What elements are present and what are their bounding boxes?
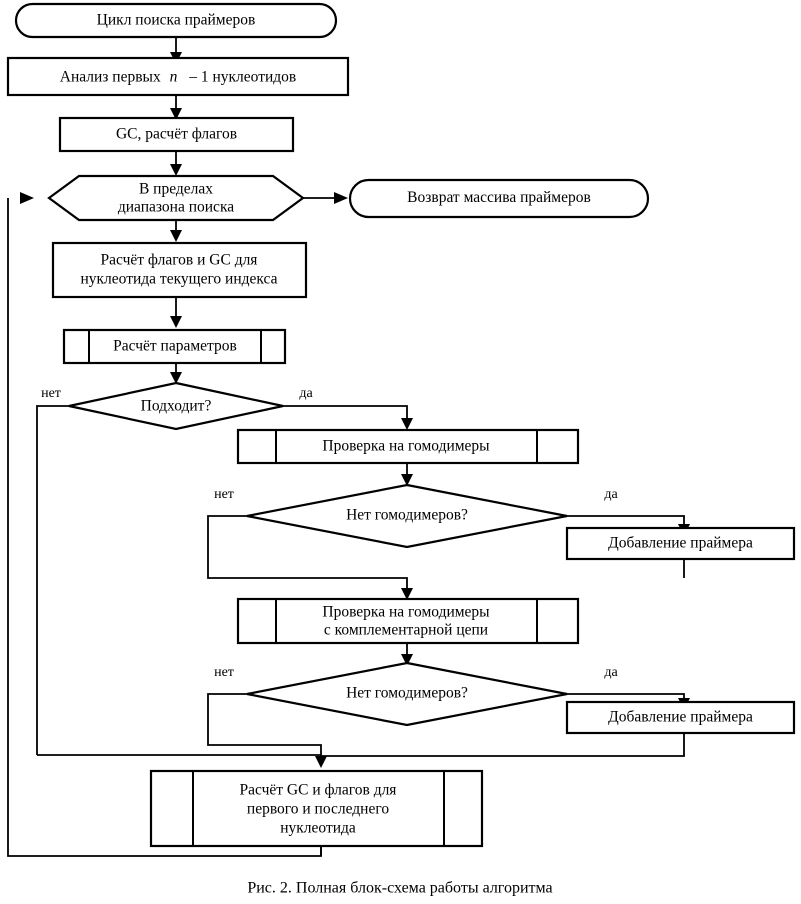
- node-start-label: Цикл поиска праймеров: [97, 12, 256, 29]
- edge-suitable-yes: [283, 405, 413, 430]
- node-calc-flags-gc-index-label-line2: нуклеотида текущего индекса: [80, 271, 277, 288]
- edge-nohomo2-no: [207, 693, 327, 768]
- node-add-primer-1[interactable]: Добавление праймера: [565, 526, 796, 561]
- edge-suitable-no: [36, 405, 69, 755]
- node-analyze-first-label-post: – 1 нуклеотидов: [188, 68, 296, 85]
- node-analyze-first-label-pre: Анализ первых: [60, 68, 161, 85]
- node-gc-flags[interactable]: GC, расчёт флагов: [58, 116, 295, 153]
- node-check-homodimers-complementary[interactable]: Проверка на гомодимеры с комплементарной…: [236, 597, 580, 645]
- edge-nohomo1-no: [207, 515, 413, 600]
- edge-checkcompl-to-nohomo2: [401, 643, 413, 666]
- edge-inrange-to-return: [303, 192, 348, 204]
- node-return-array-label: Возврат массива праймеров: [407, 189, 591, 206]
- node-check-homodimers-1[interactable]: Проверка на гомодимеры: [236, 428, 580, 465]
- node-suitable-label: Подходит?: [141, 398, 212, 415]
- node-calc-gc-flags-first-last-label-line2: первого и последнего: [247, 801, 389, 818]
- node-calc-flags-gc-index-label-line1: Расчёт флагов и GC для: [101, 252, 258, 269]
- node-return-array[interactable]: Возврат массива праймеров: [348, 178, 650, 219]
- node-calc-params[interactable]: Расчёт параметров: [62, 328, 287, 365]
- edge-inrange-to-calcflags: [170, 220, 182, 242]
- edge-label-homodimers1-no: нет: [214, 487, 234, 502]
- node-no-homodimers-2[interactable]: Нет гомодимеров? нет да: [214, 661, 618, 727]
- node-no-homodimers-1-label: Нет гомодимеров?: [346, 507, 468, 524]
- node-check-homodimers-1-label: Проверка на гомодимеры: [322, 438, 490, 455]
- svg-text:Анализ первых n: Анализ первых n – 1 нуклеотидов: [60, 68, 296, 85]
- node-analyze-first[interactable]: Анализ первых n – 1 нуклеотидов: [6, 56, 350, 97]
- edge-label-homodimers2-no: нет: [214, 665, 234, 680]
- node-in-range-label-line2: диапазона поиска: [118, 199, 234, 216]
- node-check-homodimers-complementary-label-line2: с комплементарной цепи: [324, 622, 488, 639]
- node-analyze-first-label-var: n: [170, 68, 178, 85]
- node-in-range[interactable]: В пределах диапазона поиска: [47, 174, 305, 222]
- node-add-primer-2[interactable]: Добавление праймера: [565, 700, 796, 735]
- node-calc-gc-flags-first-last-label-line1: Расчёт GC и флагов для: [240, 782, 397, 799]
- edge-label-homodimers1-yes: да: [604, 487, 618, 502]
- edge-addprimer2-to-final: [321, 733, 685, 757]
- edge-gcflags-to-inrange: [170, 150, 182, 176]
- node-in-range-label-line1: В пределах: [139, 181, 213, 198]
- node-calc-gc-flags-first-last-label-line3: нуклеотида: [280, 820, 356, 837]
- node-calc-flags-gc-index[interactable]: Расчёт флагов и GC для нуклеотида текуще…: [51, 241, 308, 299]
- edge-label-suitable-yes: да: [299, 386, 313, 401]
- figure-caption: Рис. 2. Полная блок-схема работы алгорит…: [247, 880, 552, 897]
- node-no-homodimers-1[interactable]: Нет гомодимеров? нет да: [214, 483, 618, 549]
- node-gc-flags-label: GC, расчёт флагов: [116, 126, 237, 143]
- node-suitable[interactable]: Подходит? нет да: [41, 381, 313, 431]
- edge-checkhomo1-to-nohomo1: [401, 463, 413, 486]
- edge-calcparams-to-suitable: [170, 362, 182, 384]
- node-add-primer-2-label: Добавление праймера: [608, 709, 753, 726]
- edge-calcflags-to-calcparams: [170, 297, 182, 328]
- node-no-homodimers-2-label: Нет гомодимеров?: [346, 685, 468, 702]
- node-add-primer-1-label: Добавление праймера: [608, 535, 753, 552]
- node-start[interactable]: Цикл поиска праймеров: [14, 2, 338, 39]
- edge-label-suitable-no: нет: [41, 386, 61, 401]
- node-calc-params-label: Расчёт параметров: [113, 338, 237, 355]
- node-calc-gc-flags-first-last[interactable]: Расчёт GC и флагов для первого и последн…: [149, 769, 484, 848]
- edge-analyze-to-gcflags: [170, 95, 182, 120]
- edge-label-homodimers2-yes: да: [604, 665, 618, 680]
- node-check-homodimers-complementary-label-line1: Проверка на гомодимеры: [322, 604, 490, 621]
